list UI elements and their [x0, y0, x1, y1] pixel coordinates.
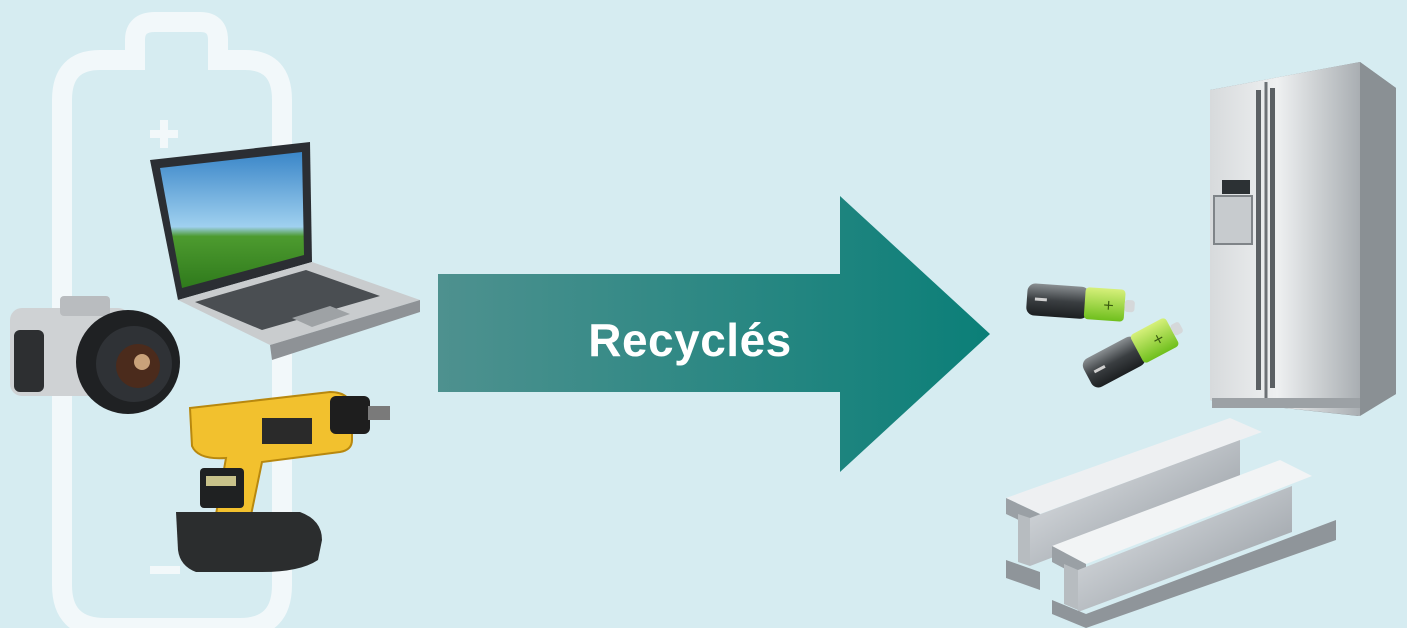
arrow-label-text: Recyclés: [588, 314, 792, 366]
svg-text:+: +: [1102, 297, 1115, 314]
drill-battery-icon: [176, 468, 322, 572]
recycling-arrow: [438, 196, 990, 472]
arrow-label: Recyclés: [440, 305, 940, 375]
laptop-icon: [150, 142, 420, 360]
batteries-icon: + +: [1026, 283, 1183, 388]
refrigerator-icon: [1210, 62, 1396, 416]
steel-beams-icon: [1006, 418, 1336, 628]
battery-outline-icon: [52, 12, 292, 628]
camera-icon: [10, 296, 180, 414]
